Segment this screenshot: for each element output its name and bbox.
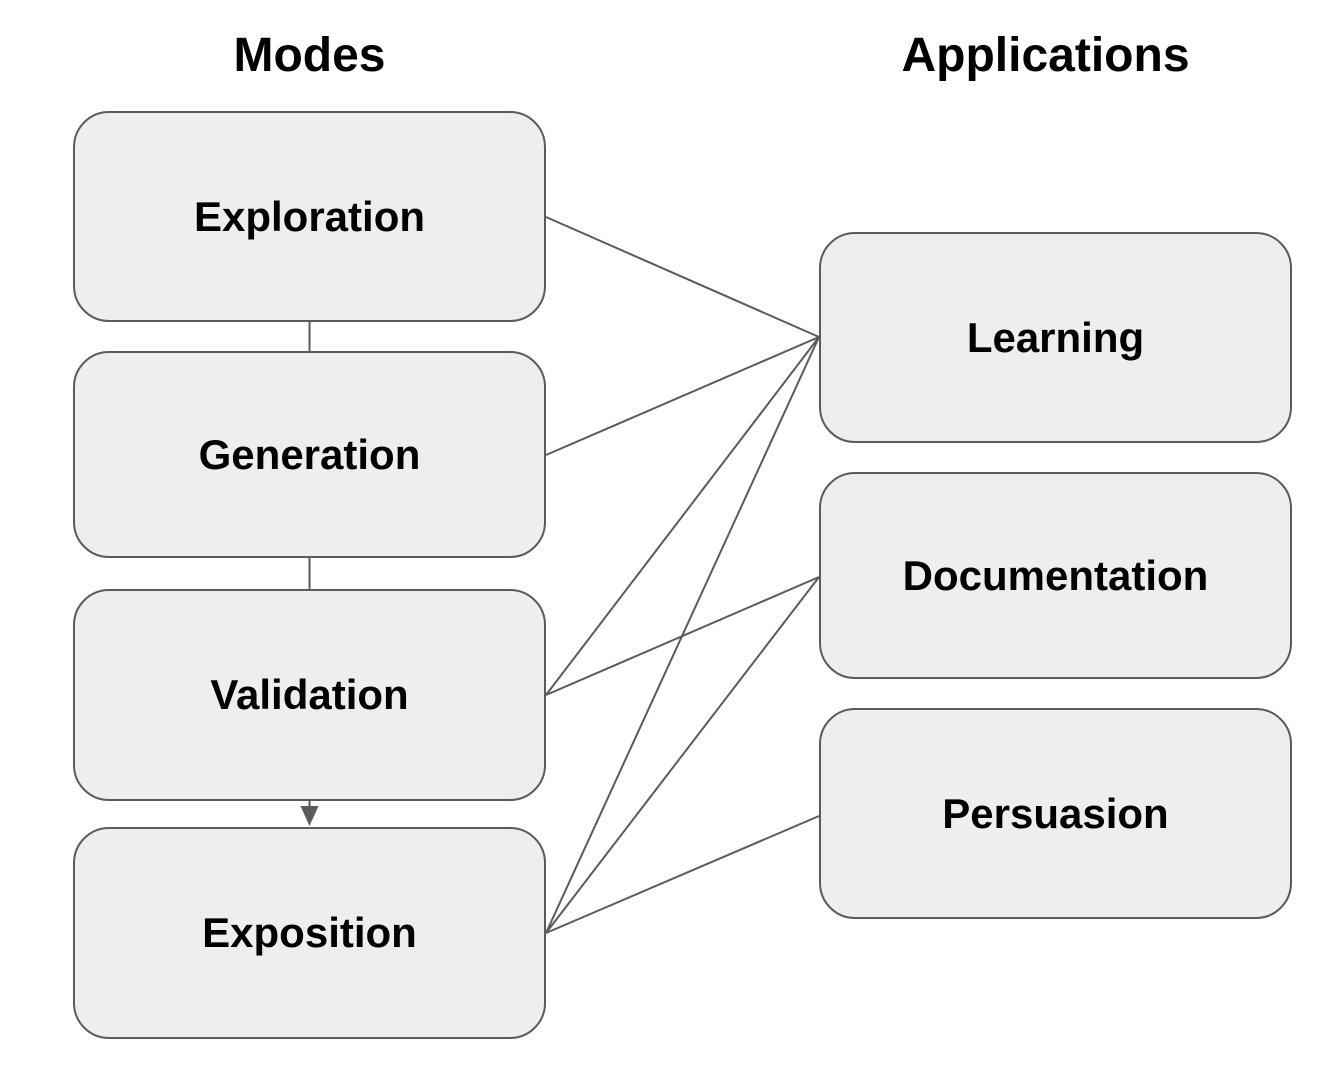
column-title-modes: Modes [233,29,386,82]
column-title-applications: Applications [901,29,1190,82]
node-exposition: Exposition [73,827,546,1039]
node-documentation-label: Documentation [902,551,1209,599]
edge-exposition-documentation [545,576,820,934]
node-documentation: Documentation [819,472,1292,679]
node-exploration-label: Exploration [193,192,426,240]
node-validation: Validation [73,589,546,801]
edge-validation-documentation [545,576,820,696]
edge-exposition-learning [545,336,820,934]
node-validation-label: Validation [210,671,409,718]
arrowhead-down-icon [300,806,319,826]
edge-validation-learning [545,336,820,696]
node-persuasion-label: Persuasion [942,789,1169,837]
edge-exploration-learning [545,216,820,338]
edge-generation-learning [545,336,820,456]
node-persuasion: Persuasion [819,708,1292,919]
node-learning-label: Learning [966,313,1145,361]
node-generation: Generation [73,351,546,558]
node-exposition-label: Exposition [202,909,417,956]
node-learning: Learning [819,232,1292,443]
edge-exposition-persuasion [545,815,820,934]
node-exploration: Exploration [73,111,546,322]
node-generation-label: Generation [198,430,421,478]
